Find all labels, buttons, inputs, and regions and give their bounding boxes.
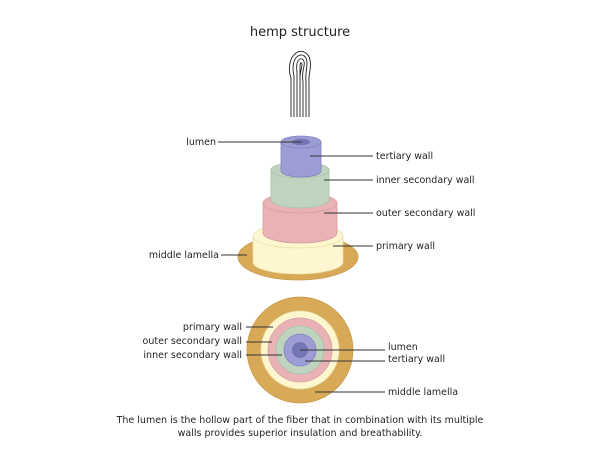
fiber-strand-icon (288, 50, 311, 117)
stack-label-outer-secondary-wall: outer secondary wall (376, 208, 475, 219)
diagram-title: hemp structure (250, 25, 350, 40)
caption-line-1: The lumen is the hollow part of the fibe… (116, 415, 484, 426)
cross-label-tertiary-wall: tertiary wall (388, 354, 445, 365)
stack-label-primary-wall: primary wall (376, 241, 435, 252)
cross-label-primary-wall: primary wall (183, 322, 242, 333)
stack-label-inner-secondary-wall: inner secondary wall (376, 175, 475, 186)
stack-label-middle-lamella: middle lamella (149, 250, 219, 261)
stack-label-tertiary-wall: tertiary wall (376, 151, 433, 162)
cross-label-inner-secondary-wall: inner secondary wall (143, 350, 242, 361)
cross-label-outer-secondary-wall: outer secondary wall (143, 336, 242, 347)
stack-label-lumen: lumen (186, 137, 216, 148)
stack-leader-lines (218, 141, 373, 256)
stacked-wall-layers (237, 135, 359, 281)
caption: The lumen is the hollow part of the fibe… (0, 414, 600, 440)
cross-label-lumen: lumen (388, 342, 418, 353)
cross-label-middle-lamella: middle lamella (388, 387, 458, 398)
cross-section-leader-lines (246, 326, 385, 393)
caption-line-2: walls provides superior insulation and b… (177, 428, 423, 439)
